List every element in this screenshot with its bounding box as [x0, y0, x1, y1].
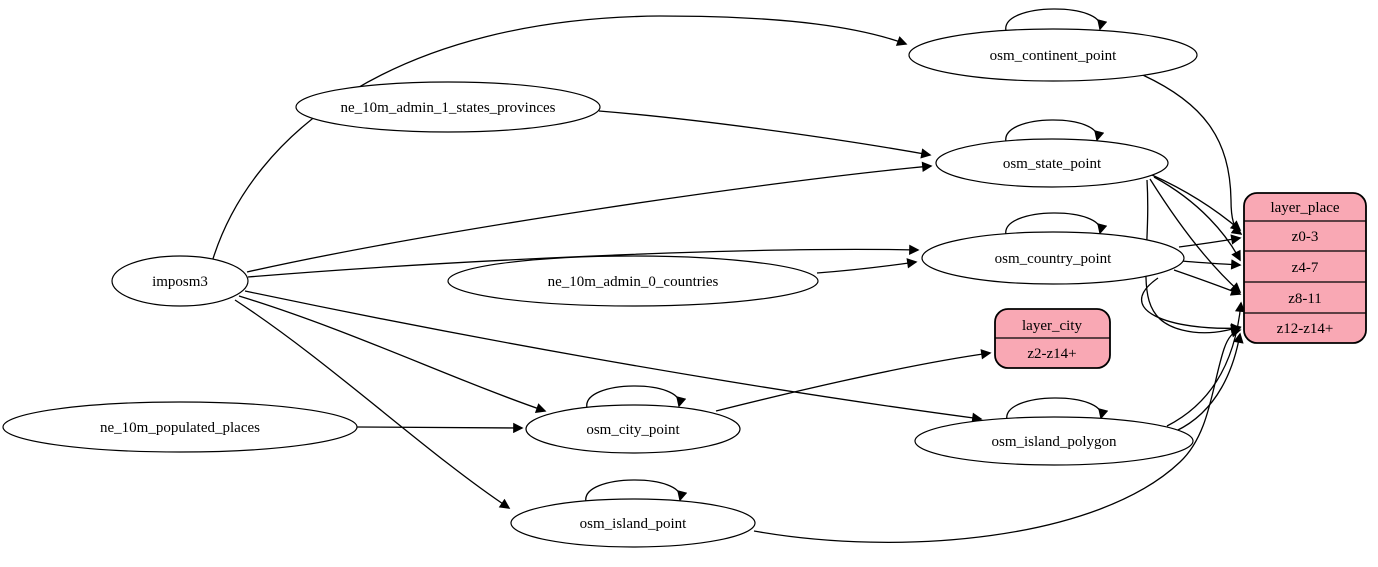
- node-ne0-shape: [447, 255, 819, 307]
- node-osm-island-point-label: osm_island_point: [580, 516, 688, 532]
- node-ne1-label: ne_10m_admin_1_states_provinces: [341, 100, 556, 116]
- edge-country-to-z4-7: [1181, 259, 1242, 270]
- node-osm-city-point-shape: [525, 404, 741, 454]
- edge-ne0-to-osm-country-point: [816, 258, 918, 274]
- node-osm-country-point-label: osm_country_point: [995, 251, 1112, 267]
- edge-island-polygon-to-z12-z14: [1175, 332, 1244, 432]
- node-osm-state-point: osm_state_point: [935, 138, 1169, 188]
- edge-state-to-z0-3: [1151, 174, 1242, 232]
- layer-place-row-z8-11: z8-11: [1288, 291, 1322, 307]
- node-osm-continent-point: osm_continent_point: [908, 28, 1198, 82]
- edge-imposm3-to-osm-island-polygon: [244, 290, 983, 423]
- node-layer-city: layer_city z2-z14+: [994, 308, 1111, 369]
- edge-city-to-layer-city-z2-z14: [715, 349, 992, 412]
- node-nepop-label: ne_10m_populated_places: [100, 420, 260, 436]
- node-layer-place-box: [1243, 192, 1367, 344]
- layer-place-row-z4-7: z4-7: [1292, 260, 1319, 276]
- edge-imposm3-to-osm-island-point: [234, 299, 511, 509]
- node-ne0-label: ne_10m_admin_0_countries: [548, 274, 719, 290]
- self-loop-osm-country-point: [1005, 212, 1108, 236]
- self-loop-osm-state-point: [1005, 119, 1105, 143]
- node-nepop-shape: [2, 401, 358, 453]
- edges: [211, 8, 1246, 543]
- edge-country-to-z8-11: [1173, 269, 1242, 296]
- edge-state-to-z8-11: [1149, 178, 1242, 294]
- node-osm-island-polygon-shape: [914, 416, 1194, 466]
- node-ne-10m-admin-0-countries: ne_10m_admin_0_countries: [447, 255, 819, 307]
- node-osm-country-point: osm_country_point: [921, 231, 1185, 285]
- self-loop-osm-continent-point: [1005, 8, 1108, 32]
- node-osm-island-polygon-label: osm_island_polygon: [991, 434, 1117, 450]
- edge-state-to-z12-z14: [1145, 179, 1242, 335]
- edge-country-to-z0-3: [1178, 234, 1242, 248]
- node-imposm3-shape: [111, 255, 249, 307]
- node-layer-place: layer_place z0-3 z4-7 z8-11 z12-z14+: [1243, 192, 1367, 344]
- node-ne1-shape: [295, 81, 601, 133]
- edge-island-polygon-to-z8-11: [1166, 301, 1246, 427]
- self-loop-osm-city-point: [586, 385, 687, 409]
- node-imposm3-label: imposm3: [152, 274, 208, 290]
- node-osm-island-polygon: osm_island_polygon: [914, 416, 1194, 466]
- edge-nepop-to-osm-city-point: [356, 422, 524, 434]
- node-ne-10m-populated-places: ne_10m_populated_places: [2, 401, 358, 453]
- layer-place-title: layer_place: [1270, 200, 1339, 216]
- edge-imposm3-to-osm-continent-point: [211, 15, 908, 263]
- node-ne-10m-admin-1-states-provinces: ne_10m_admin_1_states_provinces: [295, 81, 601, 133]
- edge-state-to-z4-7: [1153, 176, 1241, 262]
- edge-imposm3-to-osm-city-point: [238, 295, 547, 414]
- edge-country-to-z12-z14: [1141, 277, 1242, 334]
- node-osm-city-point: osm_city_point: [525, 404, 741, 454]
- layer-place-row-z12-z14: z12-z14+: [1277, 321, 1334, 337]
- self-loop-osm-island-point: [585, 479, 688, 503]
- layer-city-title: layer_city: [1022, 318, 1082, 334]
- node-osm-state-point-label: osm_state_point: [1003, 156, 1102, 172]
- edge-island-point-to-z12-z14: [753, 327, 1242, 543]
- node-osm-island-point-shape: [510, 498, 756, 548]
- node-imposm3: imposm3: [111, 255, 249, 307]
- node-osm-city-point-label: osm_city_point: [586, 422, 680, 438]
- edge-ne1-to-osm-state-point: [598, 110, 932, 159]
- layer-place-row-z0-3: z0-3: [1292, 229, 1319, 245]
- node-osm-island-point: osm_island_point: [510, 498, 756, 548]
- node-osm-continent-point-label: osm_continent_point: [990, 48, 1117, 64]
- node-osm-country-point-shape: [921, 231, 1185, 285]
- node-osm-continent-point-shape: [908, 28, 1198, 82]
- layer-city-row-z2-z14: z2-z14+: [1027, 346, 1076, 362]
- node-osm-state-point-shape: [935, 138, 1169, 188]
- self-loop-osm-island-polygon: [1006, 397, 1109, 421]
- edge-imposm3-to-osm-state-point: [246, 161, 933, 273]
